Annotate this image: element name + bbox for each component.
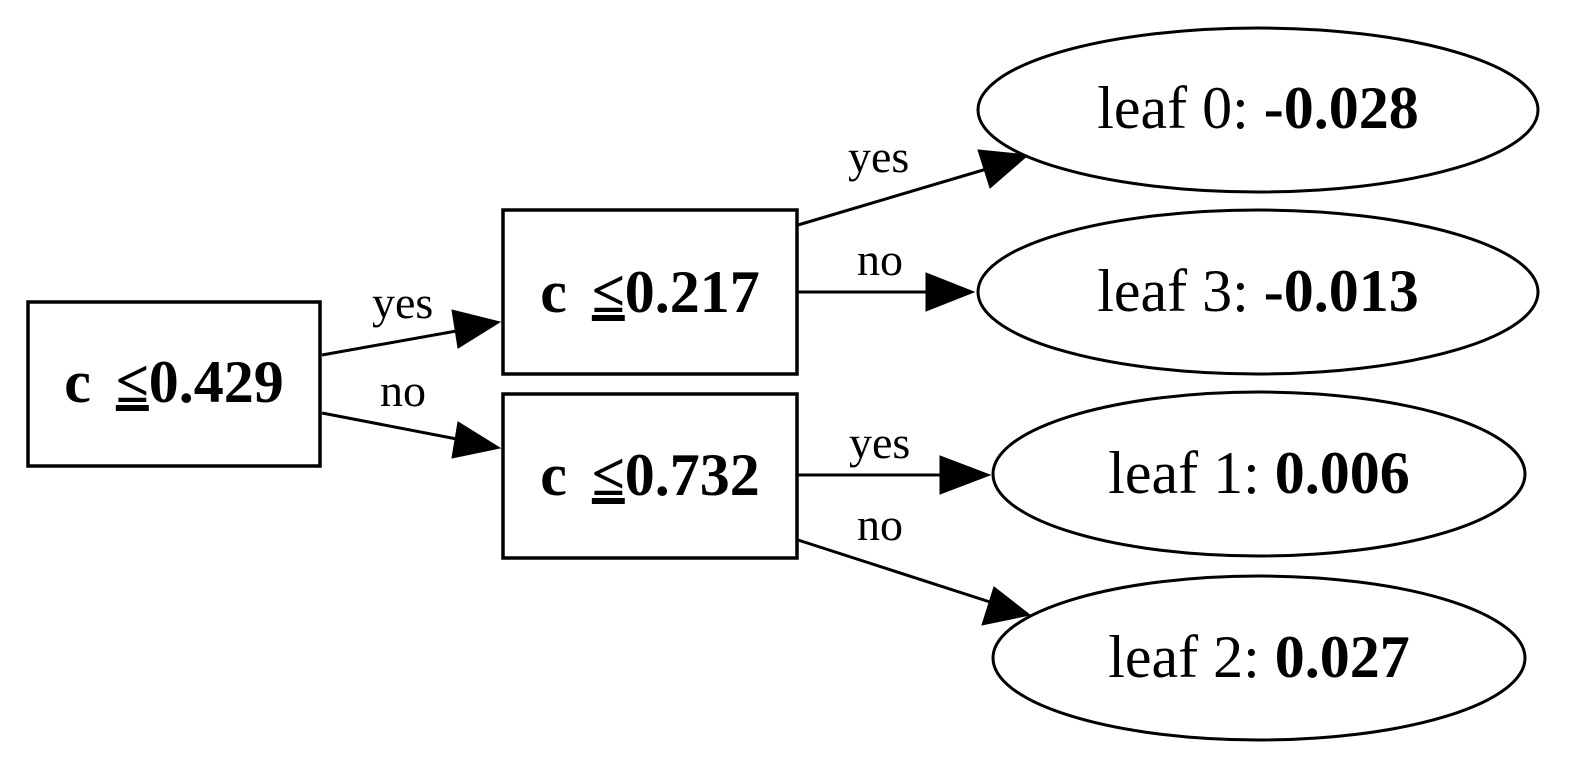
split-threshold: 0.217 <box>625 259 760 325</box>
edge-root-to-upper: yes <box>321 277 502 357</box>
split-operator: ≤ <box>116 349 149 415</box>
leaf-label: leaf 0: <box>1097 75 1264 141</box>
leaf-label: leaf 3: <box>1097 258 1264 324</box>
split-feature: c <box>540 442 567 508</box>
split-node-root: c ≤0.429 <box>26 300 322 468</box>
edge-label-yes: yes <box>372 277 433 328</box>
split-node-lower: c ≤0.732 <box>501 392 799 560</box>
split-node-upper: c ≤0.217 <box>501 208 799 376</box>
leaf-label: leaf 2: <box>1108 624 1275 690</box>
leaf-node-0: leaf 0: -0.028 <box>976 26 1540 194</box>
svg-text:leaf 0: -0.028: leaf 0: -0.028 <box>1097 75 1419 141</box>
edge-label-no: no <box>380 365 426 416</box>
edge-label-yes: yes <box>849 417 910 468</box>
leaf-label: leaf 1: <box>1108 440 1275 506</box>
edge-upper-to-leaf3: no <box>798 234 976 312</box>
leaf-value: 0.027 <box>1275 624 1410 690</box>
edge-label-no: no <box>857 234 903 285</box>
split-threshold: 0.429 <box>149 349 284 415</box>
arrowhead <box>451 309 502 349</box>
svg-text:leaf 1: 0.006: leaf 1: 0.006 <box>1108 440 1410 506</box>
edge-label-no: no <box>857 499 903 550</box>
leaf-node-1: leaf 1: 0.006 <box>991 390 1527 558</box>
svg-text:c ≤0.217: c ≤0.217 <box>540 259 760 325</box>
leaf-value: -0.013 <box>1264 258 1419 324</box>
leaf-node-2: leaf 2: 0.027 <box>991 574 1527 742</box>
split-operator: ≤ <box>592 259 625 325</box>
edge-lower-to-leaf1: yes <box>798 417 992 495</box>
leaf-value: -0.028 <box>1264 75 1419 141</box>
split-feature: c <box>64 349 91 415</box>
edge-root-to-lower: no <box>321 365 502 459</box>
arrowhead <box>977 149 1030 189</box>
edge-label-yes: yes <box>848 131 909 182</box>
edge-lower-to-leaf2: no <box>797 499 1032 626</box>
svg-text:leaf 3: -0.013: leaf 3: -0.013 <box>1097 258 1419 324</box>
leaf-value: 0.006 <box>1275 440 1410 506</box>
arrowhead <box>925 272 976 312</box>
arrowhead <box>451 421 502 459</box>
svg-text:c ≤0.732: c ≤0.732 <box>540 442 760 508</box>
arrowhead <box>981 586 1032 626</box>
svg-text:c ≤0.429: c ≤0.429 <box>64 349 284 415</box>
split-operator: ≤ <box>592 442 625 508</box>
edge-upper-to-leaf0: yes <box>797 131 1030 227</box>
svg-text:leaf 2: 0.027: leaf 2: 0.027 <box>1108 624 1410 690</box>
leaf-node-3: leaf 3: -0.013 <box>976 208 1540 376</box>
arrowhead <box>939 455 992 495</box>
split-feature: c <box>540 259 567 325</box>
split-threshold: 0.732 <box>625 442 760 508</box>
